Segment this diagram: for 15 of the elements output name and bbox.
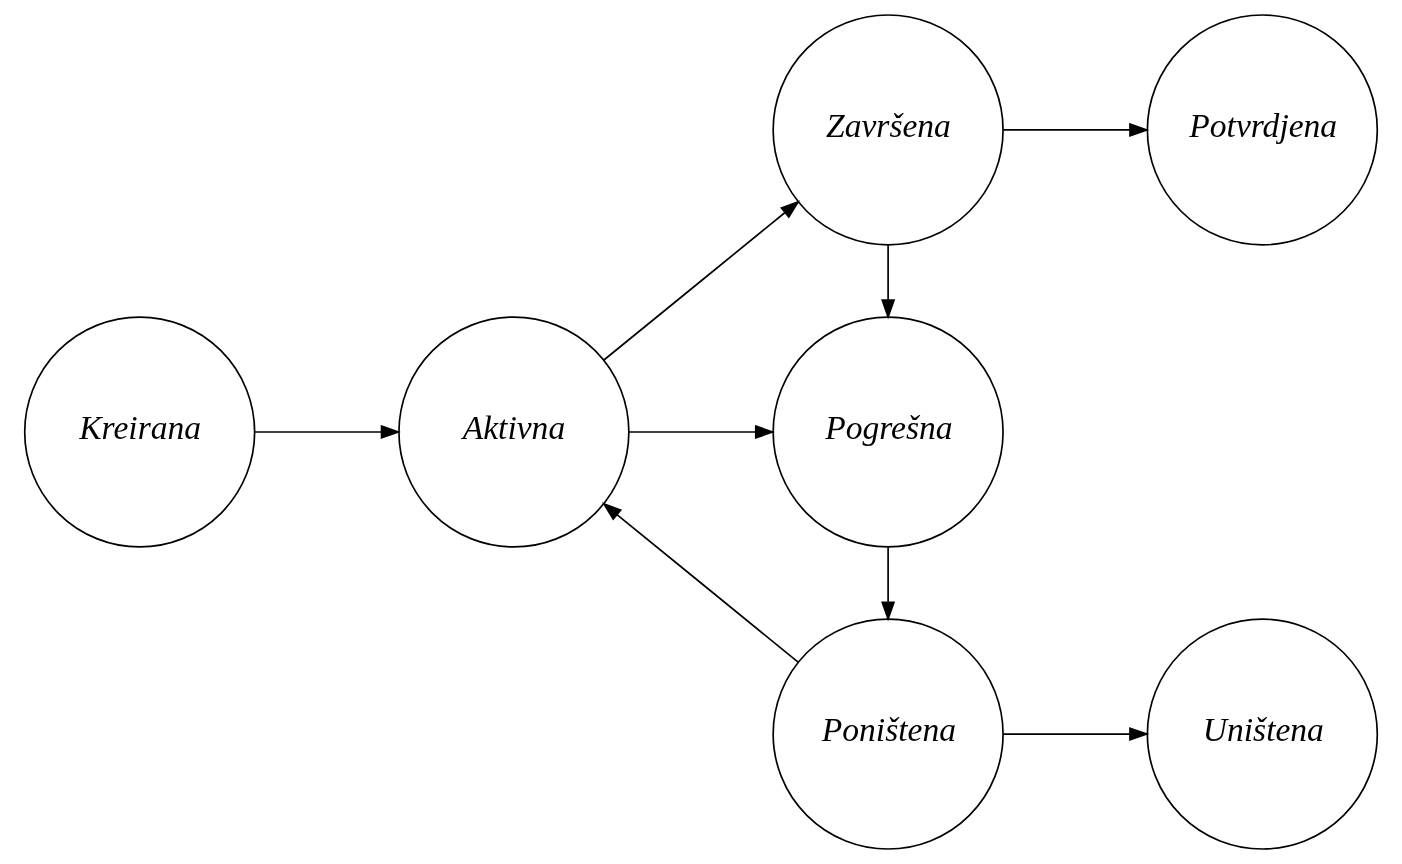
arrow xyxy=(1002,122,1150,137)
node-circle: Potvrdjena xyxy=(1146,14,1379,246)
arrow xyxy=(603,200,801,361)
node-circle: Završena xyxy=(772,14,1004,246)
arrow xyxy=(881,546,896,622)
arrow xyxy=(601,502,799,663)
node-circle: Kreirana xyxy=(23,316,256,548)
node-circle: Poništena xyxy=(772,618,1004,850)
arrow xyxy=(1002,727,1150,742)
node-circle: Uništena xyxy=(1146,618,1379,850)
node-circle: Pogrešna xyxy=(772,316,1004,548)
arrow xyxy=(253,424,401,440)
node-circle: Aktivna xyxy=(398,316,630,548)
arrow xyxy=(628,424,776,440)
arrow xyxy=(881,244,896,320)
